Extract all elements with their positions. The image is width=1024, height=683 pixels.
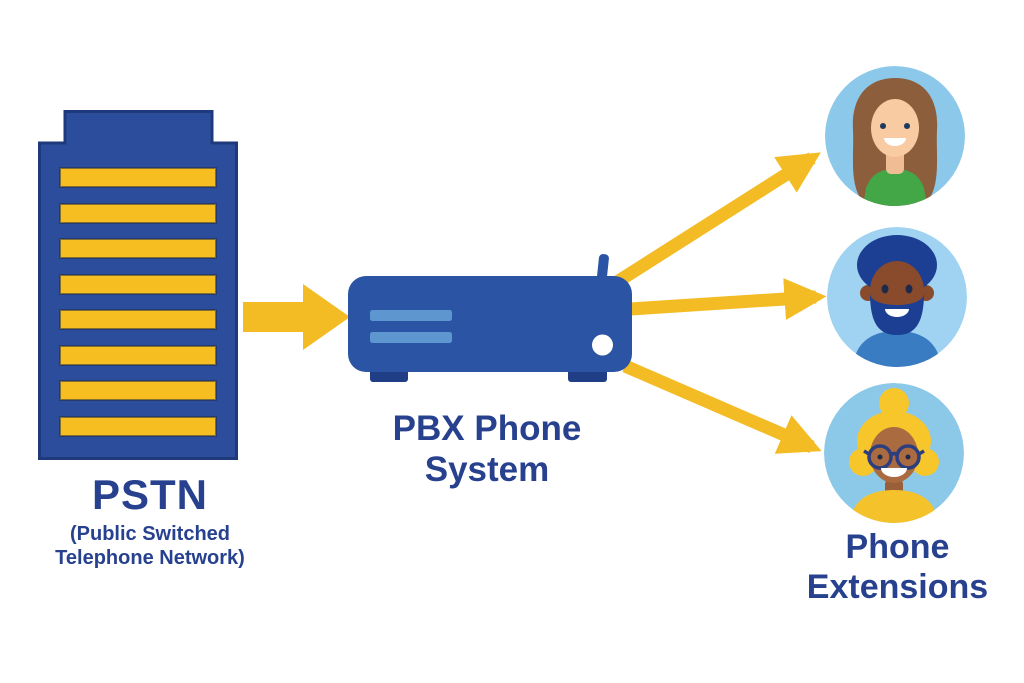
building-window-stripes	[59, 167, 217, 437]
pbx-label-line1: PBX Phone	[392, 409, 582, 448]
pbx-device-icon	[348, 254, 632, 382]
pbx-vents	[370, 310, 452, 343]
extensions-label-line2: Extensions	[806, 568, 989, 607]
pbx-label: PBX Phone System	[351, 408, 623, 491]
office-building-icon	[38, 110, 238, 460]
pbx-label-line2: System	[424, 450, 550, 490]
extensions-label-line1: Phone	[845, 528, 950, 566]
avatar-woman-glasses-icon	[824, 383, 964, 523]
pstn-subtitle-line1: (Public Switched	[69, 523, 231, 545]
pstn-subtitle-line2: Telephone Network)	[55, 546, 245, 569]
phone-extensions-label: Phone Extensions	[770, 527, 1024, 607]
avatar-woman-brown-hair-icon	[825, 66, 965, 206]
arrow-pbx-to-extension-3	[622, 360, 822, 454]
pbx-body	[348, 276, 632, 372]
pstn-title: PSTN	[91, 471, 208, 518]
arrow-pbx-to-extension-2	[629, 278, 827, 320]
pstn-label: PSTN (Public Switched Telephone Network)	[18, 474, 282, 570]
pbx-indicator-light	[592, 334, 613, 356]
round-glasses	[863, 444, 925, 470]
avatar-man-beard-icon	[827, 227, 967, 367]
arrow-pbx-to-extension-1	[613, 152, 821, 288]
arrow-pstn-to-pbx	[243, 284, 350, 350]
